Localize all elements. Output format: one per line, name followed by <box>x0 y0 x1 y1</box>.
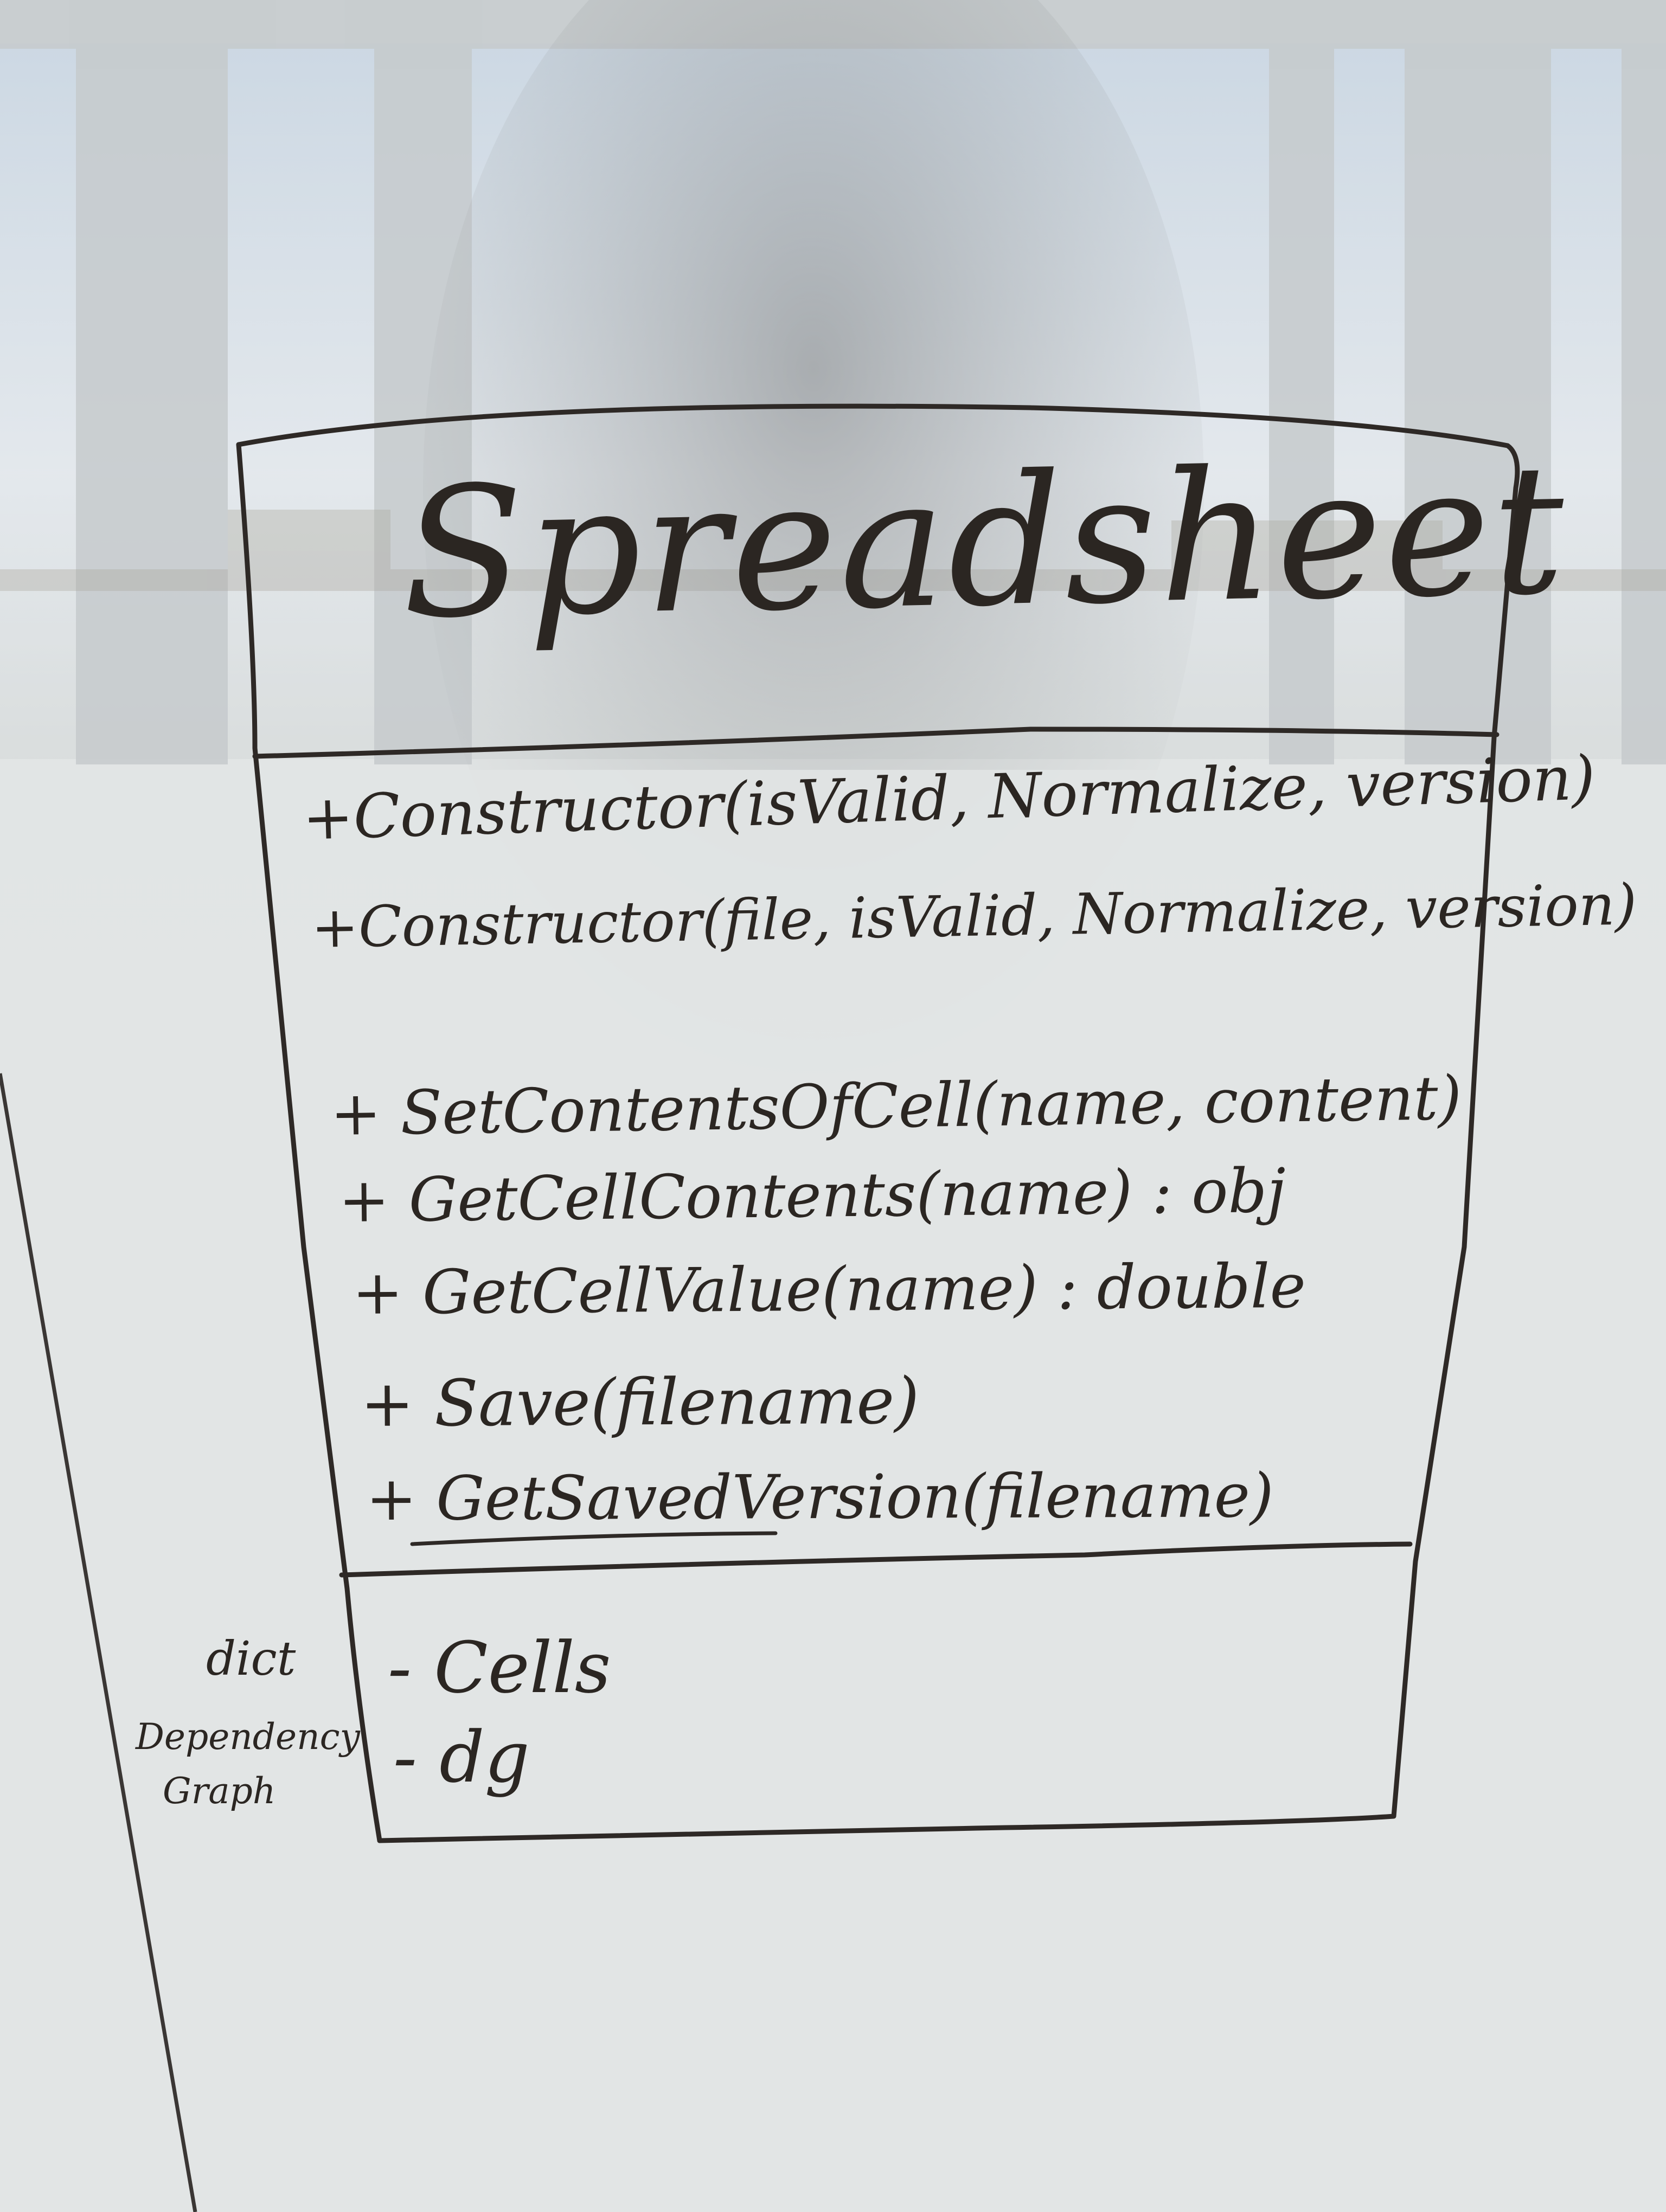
getsavedversion-underline <box>410 1531 778 1546</box>
getcellcontents-operation: + GetCellContents(name) : obj <box>338 1155 1286 1236</box>
cells-field: - Cells <box>388 1626 611 1709</box>
graph-annotation: Graph <box>163 1770 276 1812</box>
class-name-title: Spreadsheet <box>399 426 1568 658</box>
uml-class-box <box>236 403 1520 1843</box>
window-frame-reflection <box>0 0 1666 764</box>
getsavedversion-operation: + GetSavedVersion(filename) <box>366 1461 1274 1534</box>
dict-annotation: dict <box>206 1632 296 1686</box>
lower-board-surface <box>0 770 1666 2212</box>
board-edge-line <box>0 1073 197 2212</box>
dg-field: - dg <box>393 1716 530 1798</box>
city-skyline-reflection <box>0 510 1666 591</box>
getcellvalue-operation: + GetCellValue(name) : double <box>352 1251 1306 1328</box>
dependency-annotation: Dependency <box>136 1716 360 1758</box>
save-operation: + Save(filename) <box>360 1363 920 1441</box>
